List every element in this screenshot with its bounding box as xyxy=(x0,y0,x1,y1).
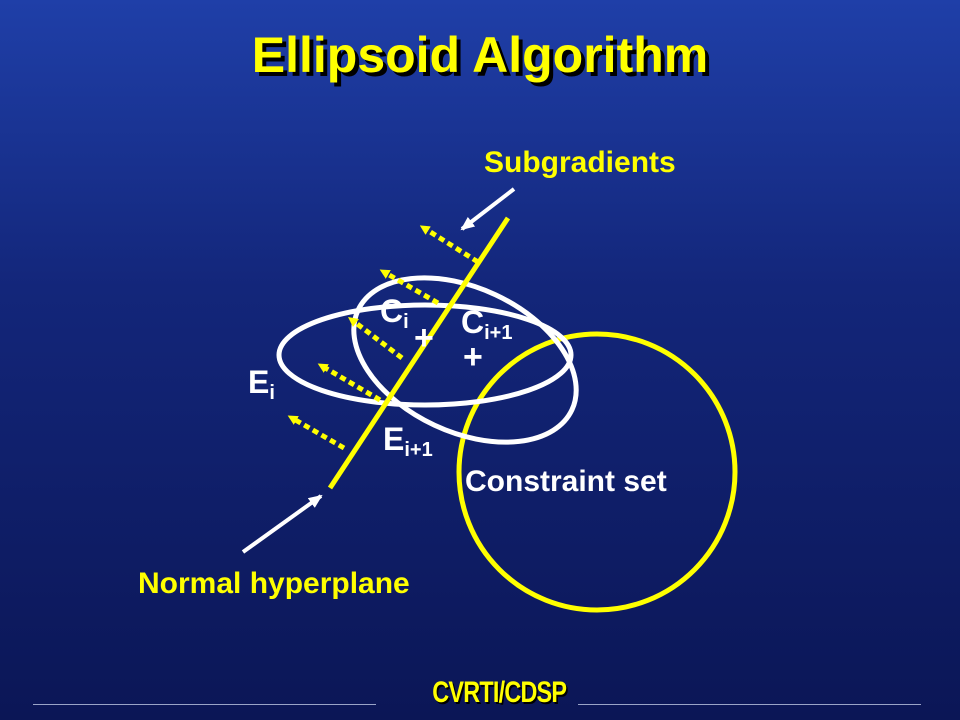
subgradients-label: Subgradients xyxy=(484,146,676,179)
ellipsoid-ei1-label: Ei+1 xyxy=(383,421,433,461)
subgradient-arrow xyxy=(317,363,382,403)
subgradients-pointer-arrow xyxy=(460,187,516,231)
footer-logo: CVRTI/CDSP xyxy=(432,676,567,709)
ellipsoid-e-i xyxy=(276,302,574,408)
normal-hyperplane-label: Normal hyperplane xyxy=(138,567,410,600)
footer-divider-right xyxy=(578,704,921,705)
ellipsoid-e-i1 xyxy=(351,275,579,445)
subgradient-arrows xyxy=(287,225,480,451)
subgradient-arrow xyxy=(348,316,404,360)
constraint-set-circle xyxy=(456,331,738,613)
normal-hyperplane-line xyxy=(327,216,511,490)
constraint-set-label: Constraint set xyxy=(465,465,667,498)
subgradient-arrow xyxy=(419,225,480,265)
ellipsoid-ei-label: Ei xyxy=(248,364,275,404)
center-ci-label: Ci xyxy=(380,293,409,333)
subgradient-arrow xyxy=(287,415,346,451)
footer-divider-left xyxy=(33,704,376,705)
center-ci1-mark: + xyxy=(463,338,483,376)
center-ci-mark: + xyxy=(414,319,434,357)
center-ci1-label: Ci+1 xyxy=(461,304,512,344)
subgradient-arrow xyxy=(379,269,440,306)
page-title: Ellipsoid Algorithm xyxy=(251,27,709,83)
hyperplane-pointer-arrow xyxy=(241,494,323,554)
